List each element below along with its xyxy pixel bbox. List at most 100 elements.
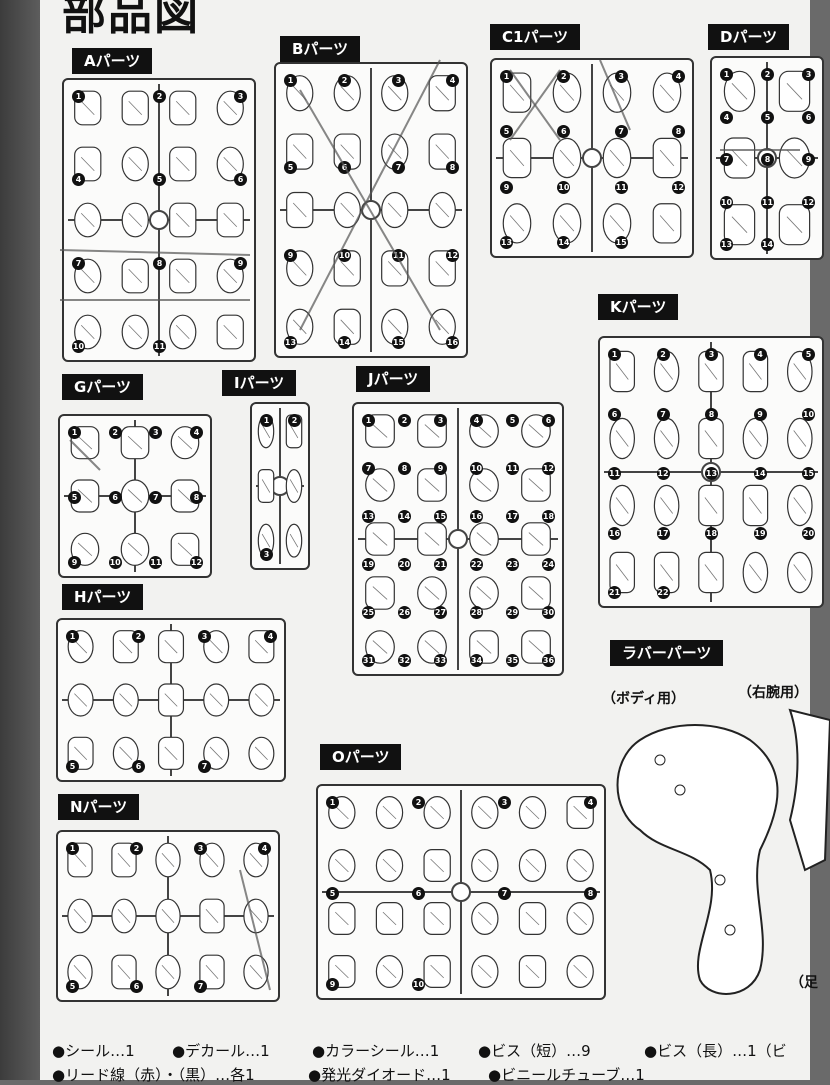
section-label-b: Bパーツ (280, 36, 361, 62)
part-number-marker: 11 (614, 180, 628, 194)
part-number-marker: 2 (761, 68, 774, 81)
part-number-marker: 21 (434, 558, 447, 571)
part-number-marker: 12 (802, 195, 815, 209)
part-number-marker: 22 (656, 586, 670, 599)
part-number-marker: 9 (234, 256, 247, 270)
part-number-marker: 14 (753, 467, 767, 480)
part-number-marker: 11 (149, 556, 163, 569)
part-number-marker: 3 (614, 70, 628, 83)
part-number-marker: 10 (720, 195, 733, 209)
section-label-g: Gパーツ (62, 374, 144, 400)
part-number-marker: 12 (542, 462, 555, 475)
part-number-marker: 10 (72, 340, 85, 353)
part-number-marker: 2 (130, 842, 143, 855)
part-number-marker: 9 (284, 248, 297, 262)
part-number-marker: 6 (557, 125, 571, 139)
part-number-marker: 34 (470, 654, 483, 667)
part-number-marker: 7 (194, 980, 207, 993)
part-number-marker: 14 (398, 510, 411, 523)
runner-drawing (64, 420, 206, 572)
part-number-marker: 10 (108, 556, 122, 569)
section-label-o: Oパーツ (320, 744, 402, 770)
part-number-marker: 3 (434, 414, 447, 427)
runner-drawing (716, 62, 818, 254)
part-number-marker: 3 (392, 74, 405, 87)
part-number-marker: 9 (326, 978, 339, 991)
part-number-marker: 4 (672, 70, 685, 83)
part-number-marker: 8 (672, 125, 685, 139)
part-number-marker: 4 (264, 630, 277, 643)
section-label-c1: C1パーツ (490, 24, 581, 50)
part-number-marker: 1 (362, 414, 375, 427)
part-number-marker: 1 (284, 74, 297, 87)
part-number-marker: 8 (705, 407, 718, 421)
part-number-marker: 13 (284, 336, 297, 349)
part-number-marker: 9 (753, 407, 767, 421)
part-number-marker: 8 (153, 256, 166, 270)
part-number-marker: 11 (153, 340, 166, 353)
part-number-marker: 17 (656, 526, 670, 540)
part-number-marker: 2 (398, 414, 411, 427)
part-number-marker: 5 (68, 491, 81, 504)
part-number-marker: 2 (338, 74, 351, 87)
part-number-marker: 24 (542, 558, 555, 571)
part-number-marker: 9 (68, 556, 81, 569)
part-number-marker: 35 (506, 654, 519, 667)
part-number-marker: 5 (506, 414, 519, 427)
part-number-marker: 9 (500, 180, 513, 194)
part-number-marker: 8 (761, 153, 774, 166)
part-number-marker: 16 (446, 336, 459, 349)
part-number-marker: 7 (720, 153, 733, 166)
runner-drawing (280, 68, 462, 352)
section-label-k: Kパーツ (598, 294, 679, 320)
part-number-marker: 15 (802, 467, 815, 480)
part-number-marker: 16 (608, 526, 621, 540)
part-number-marker: 15 (434, 510, 447, 523)
part-number-marker: 36 (542, 654, 555, 667)
part-number-marker: 19 (753, 526, 767, 540)
part-number-marker: 13 (720, 238, 733, 251)
part-number-marker: 1 (720, 68, 733, 81)
accessory-item: ●デカール…1 (172, 1042, 270, 1060)
accessory-item: ●ビニールチューブ…1 (488, 1066, 645, 1084)
part-number-marker: 2 (288, 414, 301, 427)
part-number-marker: 15 (392, 336, 405, 349)
part-number-marker: 22 (470, 558, 483, 571)
part-number-marker: 7 (149, 491, 163, 504)
part-number-marker: 12 (446, 248, 459, 262)
part-number-marker: 1 (260, 414, 273, 427)
part-number-marker: 5 (66, 980, 79, 993)
part-number-marker: 6 (412, 887, 425, 900)
part-number-marker: 3 (149, 426, 163, 439)
part-number-marker: 11 (506, 462, 519, 475)
pencil-crossout-marks (59, 59, 800, 991)
section-label-n: Nパーツ (58, 794, 140, 820)
part-number-marker: 6 (542, 414, 555, 427)
part-number-marker: 5 (326, 887, 339, 900)
part-number-marker: 27 (434, 606, 447, 619)
part-number-marker: 14 (338, 336, 351, 349)
part-number-marker: 3 (260, 548, 273, 561)
part-number-marker: 25 (362, 606, 375, 619)
section-label-j: Jパーツ (356, 366, 431, 392)
part-number-marker: 6 (234, 173, 247, 187)
part-number-marker: 5 (761, 110, 774, 124)
part-number-marker: 10 (802, 407, 815, 421)
part-number-marker: 14 (557, 236, 571, 249)
part-number-marker: 18 (705, 526, 718, 540)
part-number-marker: 1 (72, 90, 85, 103)
part-number-marker: 14 (761, 238, 774, 251)
part-number-marker: 4 (753, 348, 767, 361)
part-number-marker: 10 (557, 180, 571, 194)
part-number-marker: 26 (398, 606, 411, 619)
part-number-marker: 5 (66, 760, 79, 773)
part-number-marker: 7 (198, 760, 211, 773)
part-number-marker: 2 (153, 90, 166, 103)
